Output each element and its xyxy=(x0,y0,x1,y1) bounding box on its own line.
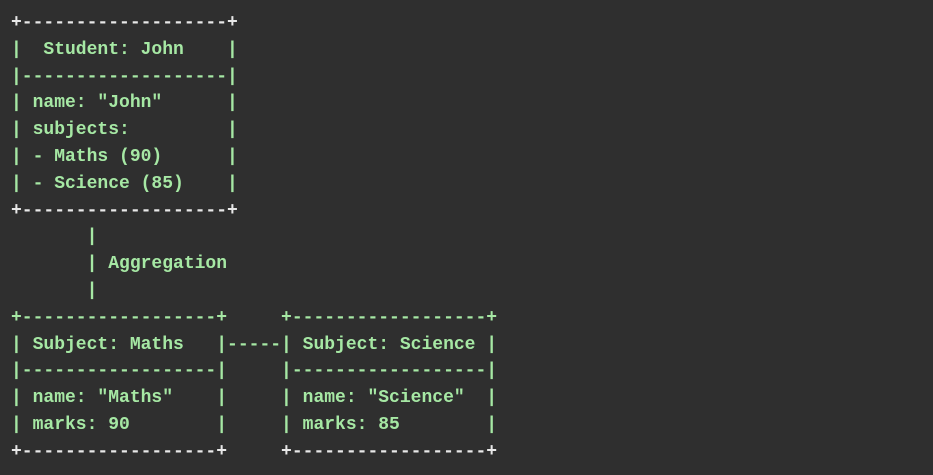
subject-boxes-title-line: | Subject: Maths |-----| Subject: Scienc… xyxy=(11,334,498,355)
student-box-divider: |-------------------| xyxy=(11,66,238,87)
connector-line-lower: | xyxy=(11,280,98,301)
subject-boxes-marks-line: | marks: 90 | | marks: 85 | xyxy=(11,414,498,435)
student-box-title-line: | Student: John | xyxy=(11,39,238,60)
aggregation-label-line: | Aggregation xyxy=(11,254,228,275)
student-box-top-border: +-------------------+ xyxy=(11,13,238,33)
connector-line-upper: | xyxy=(11,227,98,248)
subject-boxes-name-line: | name: "Maths" | | name: "Science" | xyxy=(11,388,498,409)
student-subjects-line: | subjects: | xyxy=(11,120,238,141)
student-name-line: | name: "John" | xyxy=(11,93,238,114)
subject-boxes-bottom-border: +------------------+ +------------------… xyxy=(11,441,498,462)
student-subject-science-line: | - Science (85) | xyxy=(11,173,238,194)
student-subject-maths-line: | - Maths (90) | xyxy=(11,146,238,167)
student-box-bottom-border: +-------------------+ xyxy=(11,200,238,221)
subject-boxes-divider: |------------------| |------------------… xyxy=(11,361,498,382)
subject-boxes-top-border: +------------------+ +------------------… xyxy=(11,307,498,328)
